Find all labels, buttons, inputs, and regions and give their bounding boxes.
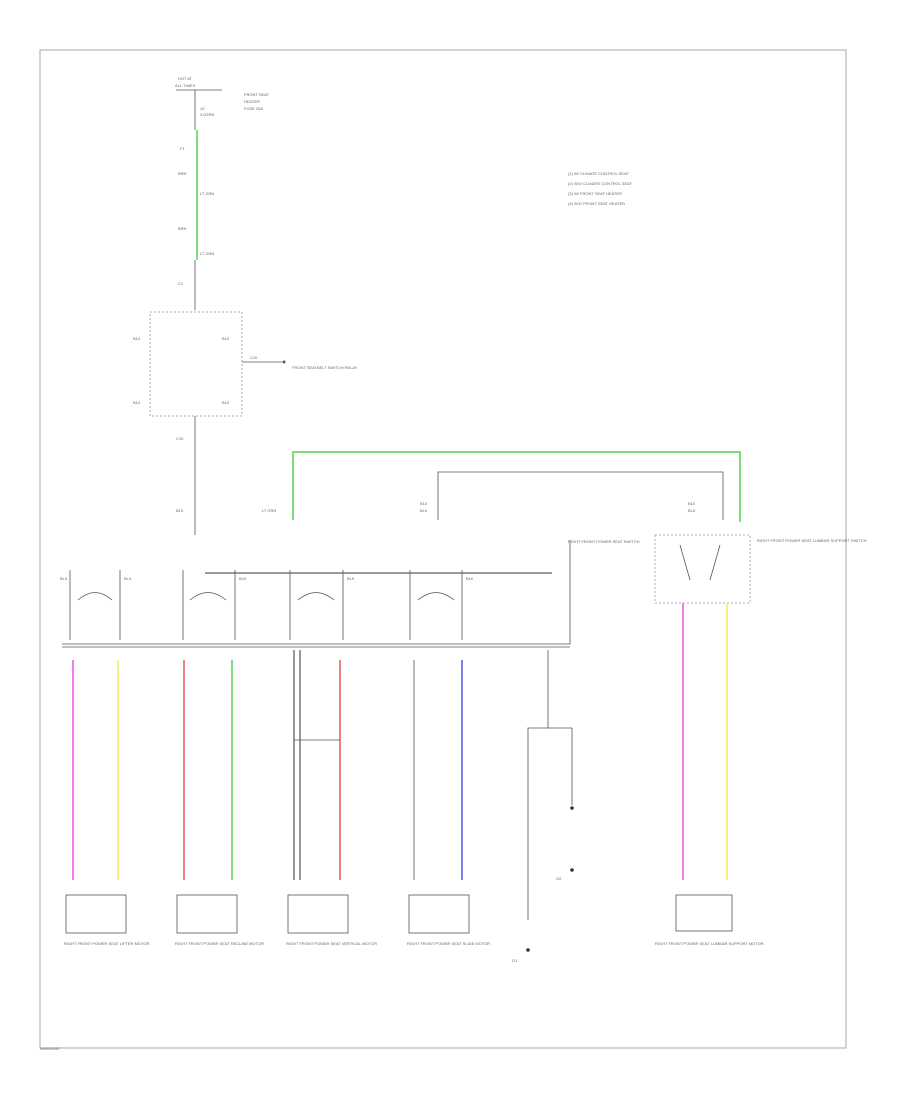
svg-text:3.0GRN: 3.0GRN bbox=[200, 112, 215, 117]
svg-text:BLK: BLK bbox=[239, 576, 247, 581]
svg-text:BLK: BLK bbox=[124, 576, 132, 581]
source-label: HOT AT bbox=[178, 76, 193, 81]
legend: (1) W/ CLIMATE CONTROL SEAT (2) W/O CLIM… bbox=[568, 171, 632, 206]
svg-text:HEATER: HEATER bbox=[244, 99, 260, 104]
lumbar-switch-box bbox=[654, 534, 751, 604]
relay-box bbox=[149, 311, 243, 417]
svg-text:10: 10 bbox=[200, 106, 205, 111]
switch-slide: BLK bbox=[409, 570, 474, 640]
motor-lifter: RIGHT FRONT POWER SEAT LIFTER MOTOR bbox=[64, 894, 150, 946]
svg-text:B10: B10 bbox=[133, 336, 141, 341]
svg-text:B10: B10 bbox=[420, 501, 428, 506]
svg-text:RIGHT FRONT POWER SEAT LIFTER: RIGHT FRONT POWER SEAT LIFTER MOTOR bbox=[64, 941, 150, 946]
svg-text:RIGHT FRONT POWER SEAT VERTICA: RIGHT FRONT POWER SEAT VERTICAL MOTOR bbox=[286, 941, 377, 946]
svg-text:LT GRN: LT GRN bbox=[262, 508, 276, 513]
svg-text:BLK: BLK bbox=[347, 576, 355, 581]
motor-lumbar: RIGHT FRONT POWER SEAT LUMBAR SUPPORT MO… bbox=[655, 894, 764, 946]
svg-text:RIGHT FRONT POWER SEAT SLIDE M: RIGHT FRONT POWER SEAT SLIDE MOTOR bbox=[407, 941, 490, 946]
loop-wire-green bbox=[292, 451, 741, 522]
svg-text:C10: C10 bbox=[176, 436, 184, 441]
diagram-frame bbox=[39, 49, 847, 1049]
svg-text:BLK: BLK bbox=[60, 576, 68, 581]
svg-text:RIGHT FRONT POWER SEAT RECLINE: RIGHT FRONT POWER SEAT RECLINE MOTOR bbox=[175, 941, 264, 946]
svg-text:ALL TIMES: ALL TIMES bbox=[175, 83, 196, 88]
svg-text:BLK: BLK bbox=[688, 508, 696, 513]
svg-text:LT GRN: LT GRN bbox=[200, 251, 214, 256]
svg-text:B10: B10 bbox=[176, 508, 184, 513]
center-switch-label: RIGHT FRONT POWER SEAT SWITCH bbox=[568, 539, 640, 544]
svg-text:C10: C10 bbox=[250, 355, 258, 360]
footer-code: W0000000 bbox=[40, 1046, 60, 1051]
svg-text:BRN: BRN bbox=[178, 171, 187, 176]
ground-label: G1 bbox=[512, 958, 518, 963]
svg-text:FUSE 20A: FUSE 20A bbox=[244, 106, 263, 111]
motor-vertical: RIGHT FRONT POWER SEAT VERTICAL MOTOR bbox=[286, 894, 377, 946]
svg-text:B10: B10 bbox=[688, 501, 696, 506]
svg-text:RIGHT FRONT POWER SEAT LUMBAR: RIGHT FRONT POWER SEAT LUMBAR SUPPORT MO… bbox=[655, 941, 764, 946]
switch-bus-bottom bbox=[62, 540, 571, 645]
svg-text:F1: F1 bbox=[180, 146, 185, 151]
svg-text:C1: C1 bbox=[178, 281, 184, 286]
switch-vertical: BLK bbox=[289, 570, 355, 640]
legend-item: (2) W/O CLIMATE CONTROL SEAT bbox=[568, 181, 632, 186]
svg-text:B10: B10 bbox=[133, 400, 141, 405]
motor-slide: RIGHT FRONT POWER SEAT SLIDE MOTOR bbox=[407, 894, 490, 946]
svg-text:B10: B10 bbox=[222, 336, 230, 341]
switch-recline: BLK bbox=[182, 570, 247, 640]
svg-text:B10: B10 bbox=[222, 400, 230, 405]
svg-text:BLK: BLK bbox=[420, 508, 428, 513]
svg-text:BLK: BLK bbox=[466, 576, 474, 581]
svg-text:LT GRN: LT GRN bbox=[200, 191, 214, 196]
fuse-label: FRONT SEAT bbox=[244, 92, 270, 97]
legend-item: (3) W/ FRONT SEAT HEATER bbox=[568, 191, 622, 196]
switch-lifter: BLK BLK bbox=[60, 570, 132, 640]
motor-recline: RIGHT FRONT POWER SEAT RECLINE MOTOR bbox=[175, 894, 264, 946]
ground-label: G2 bbox=[556, 876, 562, 881]
relay-ref: FRONT SEATBELT SWITCH RELAY bbox=[292, 365, 358, 370]
legend-item: (4) W/O FRONT SEAT HEATER bbox=[568, 201, 625, 206]
svg-text:BRN: BRN bbox=[178, 226, 187, 231]
ground-branch bbox=[527, 650, 549, 920]
legend-item: (1) W/ CLIMATE CONTROL SEAT bbox=[568, 171, 629, 176]
right-switch-label: RIGHT FRONT POWER SEAT LUMBAR SUPPORT SW… bbox=[757, 538, 867, 543]
